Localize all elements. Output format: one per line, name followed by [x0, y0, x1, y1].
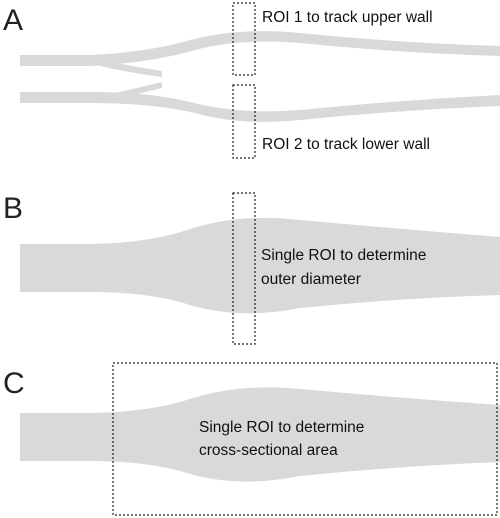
roi-1-label: ROI 1 to track upper wall — [262, 9, 433, 26]
upper-branch — [100, 60, 162, 77]
roi-b-label-line-2: outer diameter — [261, 271, 361, 288]
lower-branch — [100, 82, 162, 102]
panel-a-letter: A — [3, 4, 23, 37]
roi-c-box — [112, 362, 498, 516]
upper-wall — [20, 31, 500, 66]
panel-c: C Single ROI to determine cross-sectiona… — [3, 362, 500, 516]
roi-2-label: ROI 2 to track lower wall — [262, 136, 430, 153]
panel-a: A ROI 1 to track upper wall ROI 2 to tra… — [3, 2, 500, 159]
panel-c-letter: C — [3, 367, 25, 400]
lower-wall — [20, 92, 500, 122]
roi-2-box — [232, 84, 256, 159]
roi-b-label-line-1: Single ROI to determine — [261, 247, 426, 264]
roi-b-box — [232, 192, 256, 345]
roi-c-label-line-2: cross-sectional area — [199, 442, 338, 459]
panel-b: B Single ROI to determine outer diameter — [3, 192, 500, 345]
roi-c-label-line-1: Single ROI to determine — [199, 419, 364, 436]
roi-1-box — [232, 2, 256, 76]
panel-b-letter: B — [3, 192, 23, 225]
vessel-c — [20, 387, 500, 482]
vessel-b — [20, 217, 500, 314]
